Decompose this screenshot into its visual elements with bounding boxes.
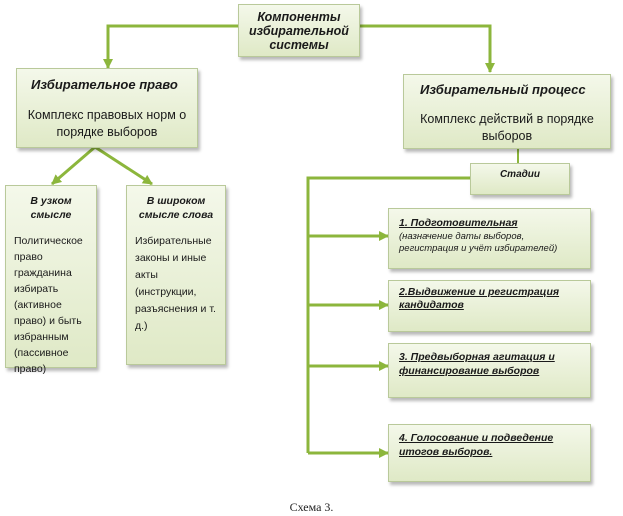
root-title: Компоненты избирательной системы (249, 10, 349, 52)
stage-4-title: 4. Голосование и подведение итогов выбор… (399, 432, 554, 458)
electoral-process-box: Избирательный процесс Комплекс действий … (403, 74, 611, 149)
connector-left-narrow (51, 145, 96, 186)
stage-2-box: 2.Выдвижение и регистрация кандидатов (388, 280, 591, 332)
electoral-law-box: Избирательное право Комплекс правовых но… (16, 68, 198, 148)
electoral-process-subtitle: Комплекс действий в порядке выборов (420, 112, 594, 143)
connector-left-broad (94, 145, 153, 186)
stages-label-box: Стадии (470, 163, 570, 195)
stage-3-title: 3. Предвыборная агитация и финансировани… (399, 351, 555, 377)
connector-root-right (360, 24, 495, 73)
stage-1-note: (назначение даты выборов, регистрация и … (399, 231, 558, 254)
stages-spine (306, 176, 470, 453)
narrow-sense-title: В узком смысле (30, 195, 72, 221)
stage-2-title: 2.Выдвижение и регистрация кандидатов (399, 286, 560, 311)
root-box: Компоненты избирательной системы (238, 4, 360, 57)
connector-root-left (103, 24, 238, 69)
narrow-sense-body: Политическое право гражданина избирать (… (14, 235, 83, 375)
broad-sense-box: В широком смысле слова Избирательные зак… (126, 185, 226, 365)
stages-label: Стадии (499, 169, 541, 180)
electoral-process-title: Избирательный процесс (420, 82, 586, 97)
figure-caption: Схема 3. (289, 500, 334, 514)
stage-3-box: 3. Предвыборная агитация и финансировани… (388, 343, 591, 398)
broad-sense-title: В широком смысле слова (138, 195, 214, 221)
broad-sense-body: Избирательные законы и иные акты (инстру… (135, 235, 216, 332)
stage-4-box: 4. Голосование и подведение итогов выбор… (388, 424, 591, 482)
electoral-law-title: Избирательное право (31, 77, 178, 92)
electoral-law-subtitle: Комплекс правовых норм о порядке выборов (27, 108, 187, 139)
stage-1-box: 1. Подготовительная (назначение даты выб… (388, 208, 591, 269)
stage-1-title: 1. Подготовительная (399, 217, 518, 229)
narrow-sense-box: В узком смысле Политическое право гражда… (5, 185, 97, 375)
